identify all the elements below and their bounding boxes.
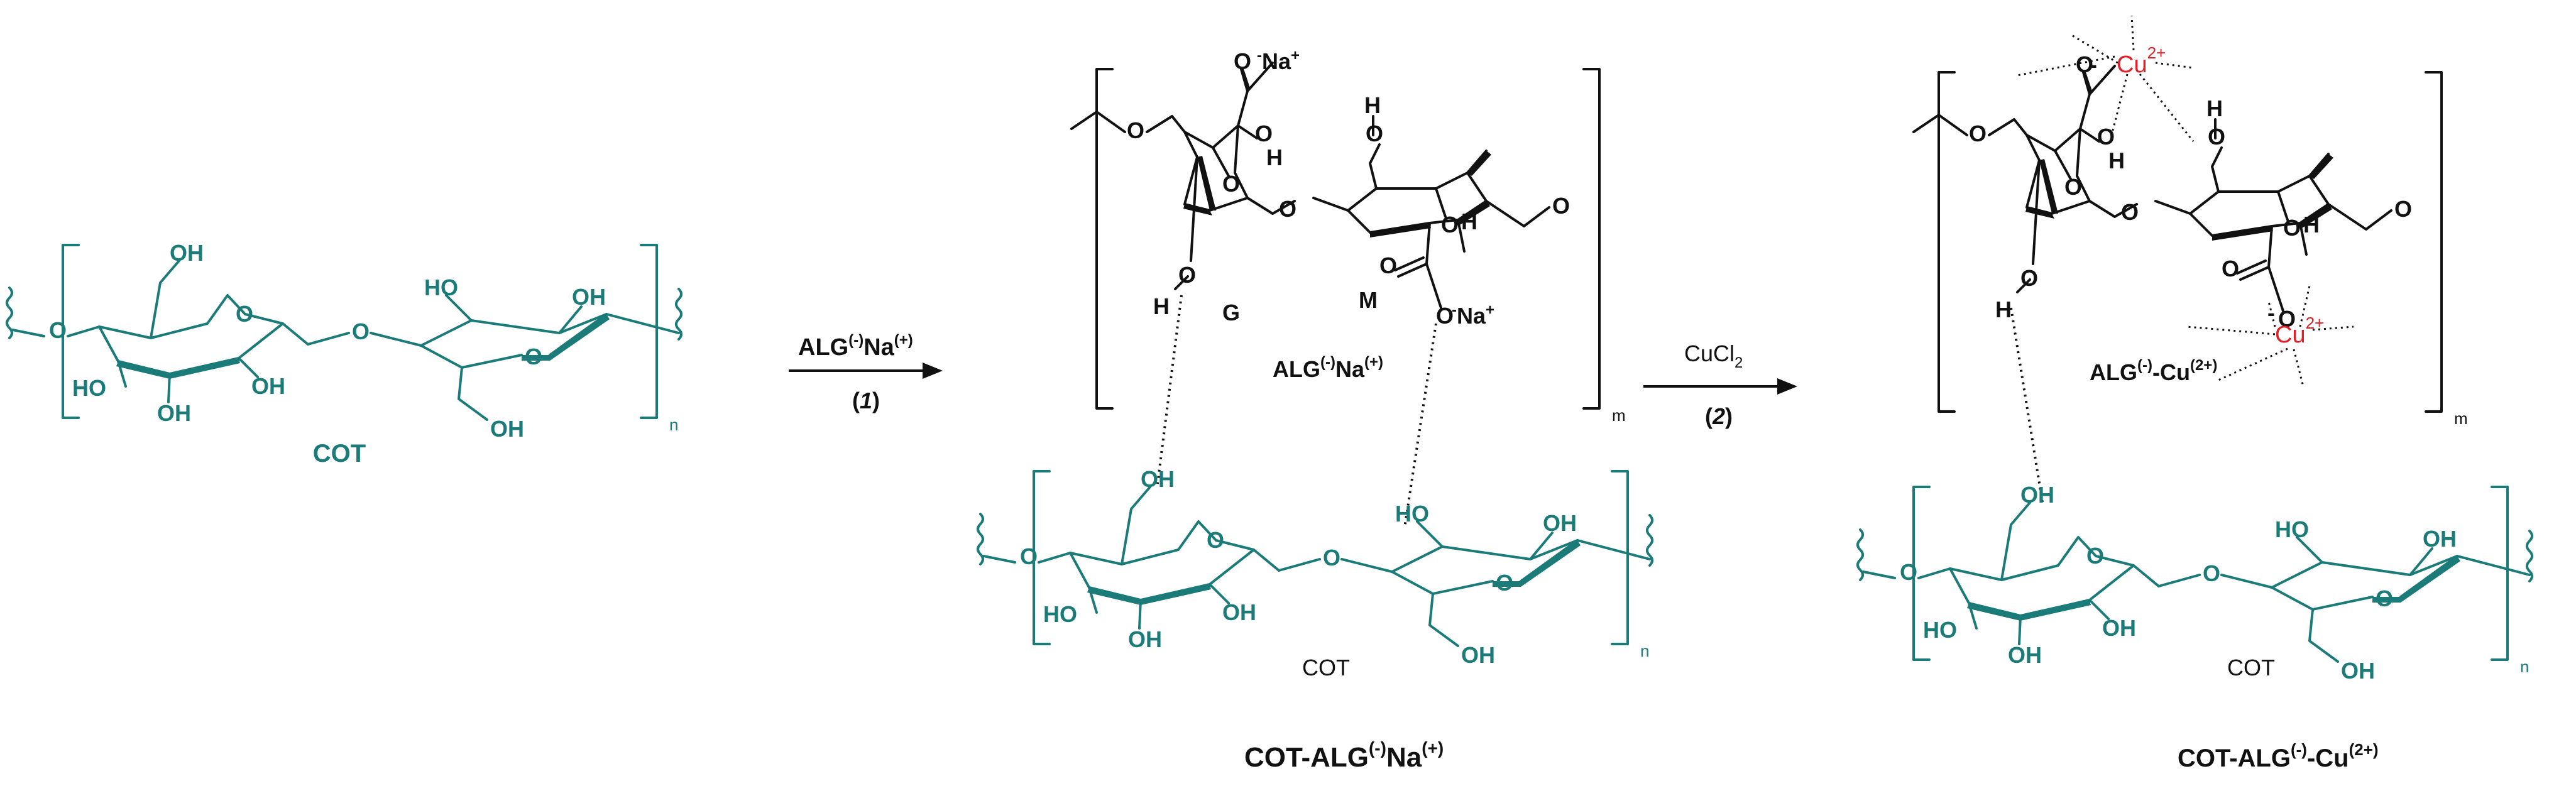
product-2-title: COT-ALG(-)-Cu(2+) — [2178, 740, 2379, 772]
cu-ion-label: Cu2+ — [2117, 43, 2166, 78]
cot-label: COT — [1302, 655, 1350, 680]
step-2-reagent: CuCl2 — [1684, 341, 1743, 371]
product-1-complex: -Na+ -Na+ G M ALG(-)Na(+) COT COT-ALG(-)… — [977, 47, 1653, 773]
g-unit-label: G — [1222, 300, 1240, 325]
alg-na-label: ALG(-)Na(+) — [1273, 354, 1383, 382]
cot-label: COT — [313, 440, 366, 467]
na-ion-label: -Na+ — [1452, 302, 1494, 329]
step-1-arrow: ALG(-)Na(+) (1) — [789, 332, 943, 413]
cot-label: COT — [2227, 655, 2275, 680]
step-2-number: (2) — [1705, 403, 1733, 429]
alg-cu-label: ALG(-)-Cu(2+) — [2090, 357, 2217, 385]
step-1-number: (1) — [852, 388, 880, 413]
cot-reactant: COT — [6, 239, 682, 467]
product-2-complex: - - Cu2+ Cu2+ ALG(-)-Cu(2+) COT COT-ALG( — [1856, 15, 2533, 772]
m-unit-label: M — [1359, 287, 1378, 313]
step-2-arrow: CuCl2 (2) — [1643, 341, 1797, 429]
carboxylate-charge: - — [2090, 52, 2097, 77]
product-1-title: COT-ALG(-)Na(+) — [1244, 738, 1444, 773]
na-ion-label: -Na+ — [1257, 47, 1300, 74]
carboxylate-charge: - — [2267, 300, 2275, 325]
step-1-reagent: ALG(-)Na(+) — [798, 332, 913, 361]
